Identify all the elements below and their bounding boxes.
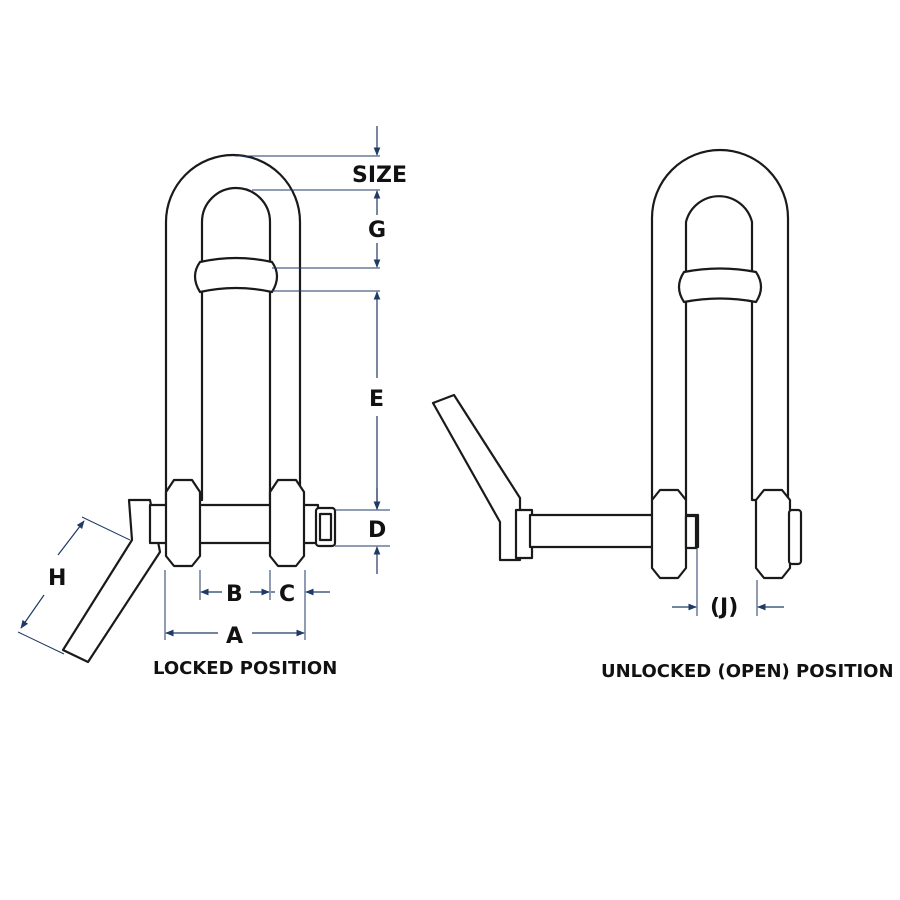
locked-crossbar <box>193 256 279 294</box>
unlocked-pin-tip <box>684 514 698 550</box>
label-d: D <box>368 518 386 543</box>
unlocked-handle <box>431 393 522 562</box>
locked-nut-face <box>318 512 333 542</box>
unlocked-eye-boss <box>787 508 803 566</box>
label-a: A <box>226 624 243 649</box>
dimension-label-group: SIZE G E D B C A H (J) <box>48 163 738 649</box>
locked-eye-left <box>164 478 202 568</box>
label-h: H <box>48 566 66 591</box>
locked-handle <box>61 498 162 664</box>
unlocked-crossbar <box>677 267 763 304</box>
unlocked-eye-left <box>650 488 688 580</box>
unlocked-eye-right <box>754 488 792 580</box>
locked-bow <box>164 153 302 502</box>
label-size: SIZE <box>352 163 407 188</box>
label-g: G <box>368 218 386 243</box>
label-j: (J) <box>710 595 738 620</box>
locked-shackle <box>61 153 337 664</box>
caption-unlocked: UNLOCKED (OPEN) POSITION <box>601 661 894 682</box>
label-b: B <box>226 582 243 607</box>
unlocked-shackle <box>431 148 803 580</box>
locked-eye-right <box>268 478 306 568</box>
dimension-lines <box>17 126 784 655</box>
unlocked-bow <box>650 148 790 502</box>
label-c: C <box>279 582 295 607</box>
label-e: E <box>369 387 384 412</box>
caption-locked: LOCKED POSITION <box>153 658 337 679</box>
